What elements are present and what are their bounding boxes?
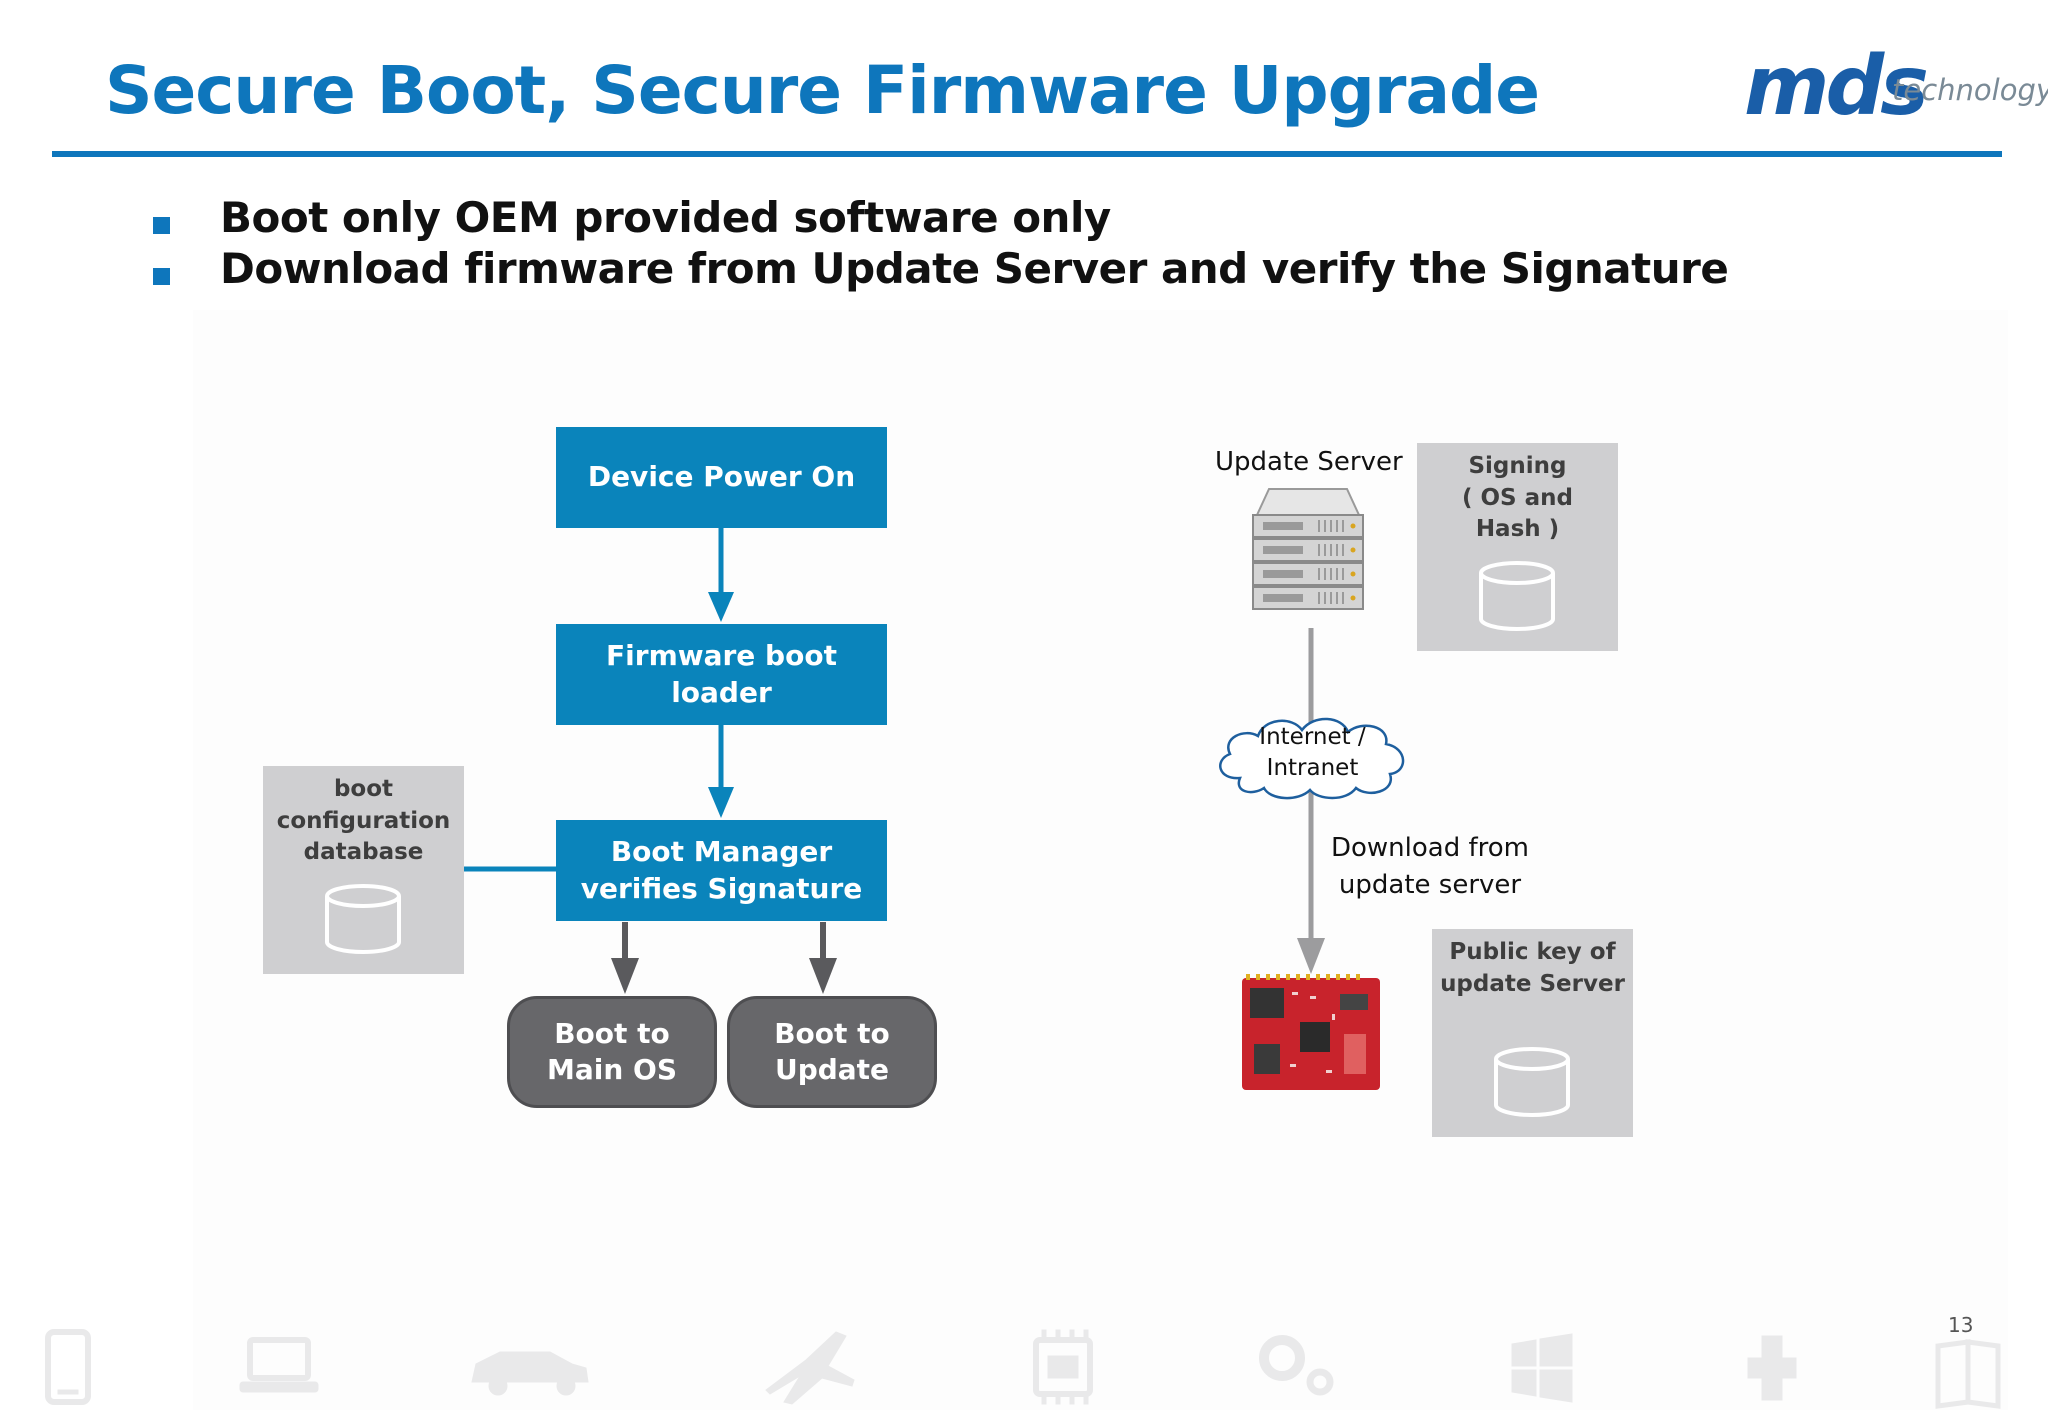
firmware-boot-loader-label: Firmware boot loader bbox=[606, 639, 837, 709]
arrowhead-loader bbox=[708, 592, 734, 622]
arrowhead-manager bbox=[708, 787, 734, 818]
boot-update-line1: Boot to bbox=[774, 1016, 890, 1050]
firmware-boot-loader-box: Firmware boot loader bbox=[556, 624, 887, 725]
public-key-line2: update Server bbox=[1440, 970, 1625, 997]
signing-line1: Signing bbox=[1468, 453, 1567, 479]
cloud-icon bbox=[1219, 717, 1405, 800]
mds-logo: mds technology bbox=[1740, 39, 2048, 134]
page-number: 13 bbox=[1948, 1313, 1974, 1337]
signing-line2: ( OS and bbox=[1461, 484, 1573, 511]
bullet-1: Boot only OEM provided software only bbox=[220, 193, 1111, 242]
slide-title: Secure Boot, Secure Firmware Upgrade bbox=[105, 52, 1540, 129]
arrowhead-update bbox=[809, 958, 837, 994]
server-icon bbox=[1252, 488, 1364, 610]
logo-sub-text: technology bbox=[1892, 73, 2048, 107]
boot-main-os-line2: Main OS bbox=[546, 1053, 677, 1086]
download-line1: Download from bbox=[1330, 833, 1529, 863]
boot-main-os-box: Boot to Main OS bbox=[507, 996, 717, 1108]
database-icon bbox=[325, 884, 401, 954]
signing-box: Signing ( OS and Hash ) bbox=[1417, 443, 1618, 651]
boot-main-os-line1: Boot to bbox=[554, 1016, 670, 1050]
boot-manager-line1: Boot Manager bbox=[610, 835, 833, 869]
boot-db-line1: boot bbox=[333, 776, 394, 802]
windows-icon bbox=[1511, 1333, 1573, 1403]
boot-manager-box: Boot Manager verifies Signature bbox=[556, 820, 887, 921]
arrowhead-device bbox=[1297, 938, 1325, 974]
boot-update-box: Boot to Update bbox=[727, 996, 937, 1108]
circuit-board-icon bbox=[1242, 974, 1380, 1090]
boot-config-database-box: boot configuration database bbox=[263, 766, 464, 974]
smartphone-icon bbox=[45, 1329, 91, 1405]
title-rule bbox=[52, 151, 2002, 157]
flow-arrows bbox=[464, 528, 837, 994]
download-line2: update server bbox=[1338, 869, 1522, 900]
arrowhead-main-os bbox=[611, 958, 639, 994]
chip-icon bbox=[1033, 1329, 1093, 1405]
airplane-icon bbox=[765, 1331, 855, 1405]
laptop-icon bbox=[239, 1337, 319, 1393]
boot-db-line3: database bbox=[303, 839, 424, 866]
medical-cross-icon bbox=[1747, 1335, 1797, 1401]
database-icon bbox=[1494, 1047, 1570, 1117]
logo-main-text: mds bbox=[1744, 39, 1929, 134]
public-key-box: Public key of update Server bbox=[1432, 929, 1633, 1137]
device-power-on-box: Device Power On bbox=[556, 427, 887, 528]
cloud-line2: Intranet bbox=[1266, 755, 1359, 782]
boot-update-line2: Update bbox=[774, 1053, 890, 1086]
device-power-on-label: Device Power On bbox=[587, 460, 856, 494]
database-icon bbox=[1479, 561, 1555, 631]
gears-icon bbox=[1259, 1335, 1334, 1396]
bullet-marker bbox=[153, 268, 170, 285]
content-panel bbox=[193, 310, 2008, 1410]
cloud-label: Internet / Intranet bbox=[1210, 722, 1415, 784]
boot-manager-line2: verifies Signature bbox=[580, 871, 863, 905]
bullet-2: Download firmware from Update Server and… bbox=[220, 244, 1729, 293]
cloud-line1: Internet / bbox=[1259, 724, 1366, 750]
boot-db-line2: configuration bbox=[276, 807, 451, 834]
footer-icon-strip bbox=[45, 1329, 2001, 1409]
bullet-marker bbox=[153, 217, 170, 234]
book-icon bbox=[1935, 1339, 2001, 1409]
public-key-line1: Public key of bbox=[1449, 939, 1616, 965]
update-server-label: Update Server bbox=[1215, 447, 1403, 477]
car-icon bbox=[471, 1351, 589, 1396]
download-label: Download from update server bbox=[1330, 830, 1530, 904]
signing-line3: Hash ) bbox=[1475, 516, 1560, 543]
